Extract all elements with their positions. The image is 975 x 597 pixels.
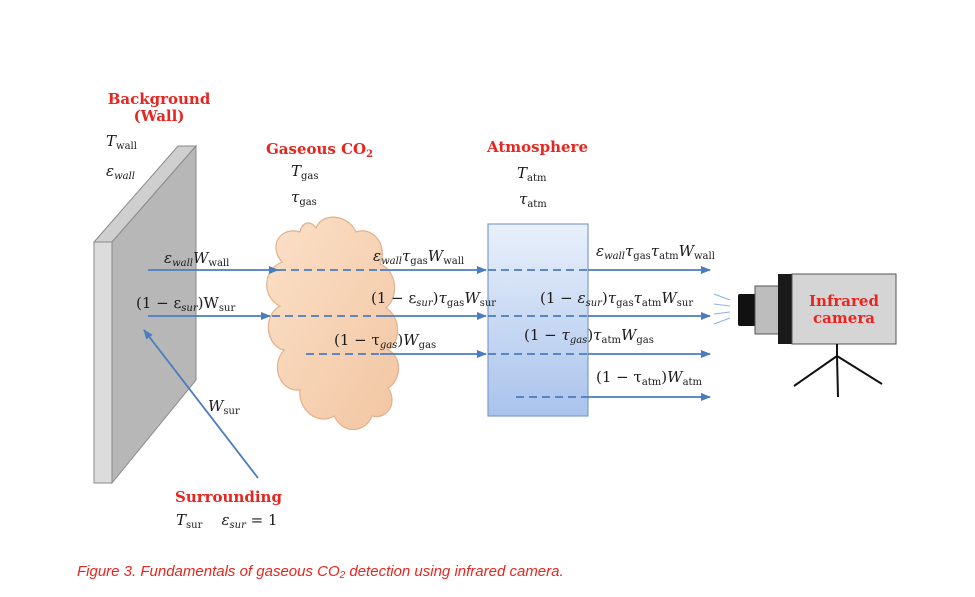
figure-caption: Figure 3. Fundamentals of gaseous CO2 de…	[77, 563, 564, 581]
after-atm-gas-label: (1 − τgas)τatmWgas	[524, 326, 654, 346]
after-atm-sur-label: (1 − εsur)τgasτatmWsur	[540, 289, 694, 309]
atmosphere-box	[487, 223, 589, 417]
after-gas-sur-label: (1 − εsur)τgasWsur	[371, 289, 497, 309]
sur-reflection-label: (1 − εsur)Wsur	[136, 294, 236, 314]
infrared-camera	[713, 273, 897, 398]
after-atm-wall-label: εwallτgasτatmWwall	[596, 242, 715, 262]
atmosphere-heading: Atmosphere	[487, 138, 589, 156]
gas-cloud	[266, 216, 400, 431]
surrounding-incident-arrow	[143, 329, 259, 479]
wall-temperature: Twall	[106, 132, 137, 152]
atm-emission-label: (1 − τatm)Watm	[596, 368, 703, 388]
gas-temperature: Tgas	[291, 162, 319, 182]
wall-emission-label: εwallWwall	[164, 249, 230, 269]
wall-heading: Background(Wall)	[107, 90, 211, 125]
sur-incident-label: Wsur	[208, 397, 240, 417]
gas-heading: Gaseous CO2	[266, 140, 374, 161]
gas-transmittance: τgas	[291, 188, 317, 208]
radiation-arrows	[143, 266, 711, 479]
wall-emissivity: εwall	[106, 162, 135, 182]
surrounding-properties: Tsur εsur = 1	[176, 511, 278, 531]
atmosphere-temperature: Tatm	[517, 164, 547, 184]
gas-emission-label: (1 − τgas)Wgas	[334, 331, 437, 351]
atmosphere-transmittance: τatm	[519, 190, 547, 210]
after-gas-wall-label: εwallτgasWwall	[373, 247, 465, 267]
surrounding-heading: Surrounding	[175, 488, 282, 506]
background-wall	[92, 144, 198, 485]
